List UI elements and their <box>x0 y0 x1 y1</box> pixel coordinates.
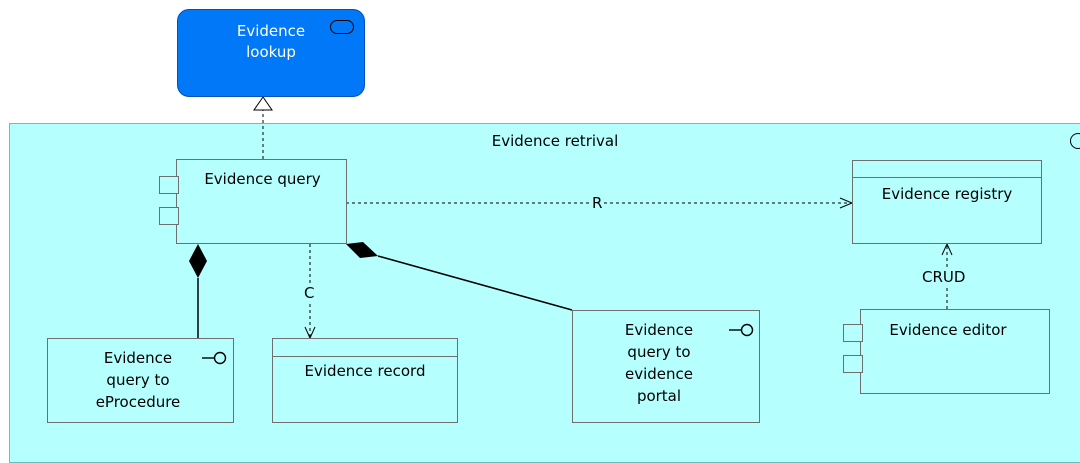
component-tab-icon <box>843 324 863 342</box>
composition-line-portal <box>377 255 573 311</box>
service-label-line1: Evidence <box>236 22 306 40</box>
data-object-header-divider <box>273 356 457 357</box>
interface-label-line1: Evidence <box>103 349 173 367</box>
evidence-query-to-portal-interface[interactable]: Evidence query to evidence portal <box>572 310 760 423</box>
access-crud-arrowhead <box>941 242 953 256</box>
service-icon <box>330 20 354 34</box>
evidence-query-component[interactable]: Evidence query <box>176 159 347 244</box>
service-label-line2: lookup <box>246 43 296 61</box>
data-object-label: Evidence registry <box>881 185 1013 203</box>
component-tab-icon <box>159 207 179 225</box>
relation-read-label: R <box>590 194 605 212</box>
interface-label-line3: evidence <box>624 365 693 383</box>
evidence-editor-component[interactable]: Evidence editor <box>860 309 1050 394</box>
realization-arrowhead <box>253 96 273 111</box>
composition-diamond-portal <box>346 242 378 258</box>
interface-label-line1: Evidence <box>624 321 694 339</box>
component-tab-icon <box>843 355 863 373</box>
evidence-record-data-object[interactable]: Evidence record <box>272 338 458 423</box>
relation-crud-label: CRUD <box>920 268 968 286</box>
relation-create-label: C <box>302 284 317 302</box>
component-label: Evidence query <box>204 170 321 188</box>
interface-label-line2: query to <box>106 371 170 389</box>
interface-icon <box>202 351 227 365</box>
interface-label-line2: query to <box>627 343 691 361</box>
group-label: Evidence retrival <box>491 132 619 150</box>
component-label: Evidence editor <box>889 321 1007 339</box>
interface-label-line3: eProcedure <box>95 393 181 411</box>
component-tab-icon <box>159 176 179 194</box>
composition-diamond-eprocedure <box>189 244 207 278</box>
group-type-icon <box>1070 133 1080 149</box>
data-object-label: Evidence record <box>304 362 426 380</box>
interface-label-line4: portal <box>636 387 682 405</box>
data-object-header-divider <box>853 177 1041 178</box>
interface-icon <box>729 323 754 337</box>
evidence-registry-data-object[interactable]: Evidence registry <box>852 160 1042 244</box>
evidence-query-to-eprocedure-interface[interactable]: Evidence query to eProcedure <box>47 338 234 423</box>
